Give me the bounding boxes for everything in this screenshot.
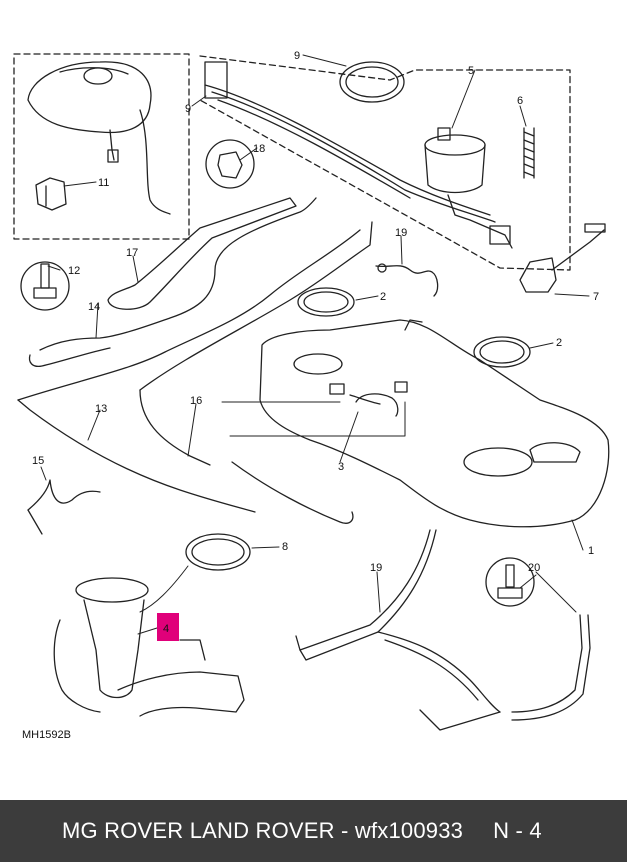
seal-2-left: [297, 287, 355, 317]
seal-8-bottom: [185, 533, 251, 571]
fuel-tank-1: [259, 319, 610, 528]
callout-17: 18: [253, 143, 265, 155]
heat-shield-16: [107, 197, 297, 310]
callout-6: 6: [517, 95, 523, 107]
pump-module-4: [53, 577, 245, 717]
callout-16: 17: [126, 247, 138, 259]
callout-5: 5: [468, 65, 474, 77]
reference-code: MH1592B: [22, 729, 71, 741]
callout-8-top: 9: [294, 50, 300, 62]
clip-3: [355, 393, 399, 417]
bracket-18: [375, 263, 439, 297]
callout-19: 19: [370, 562, 382, 574]
clip-10: [35, 177, 67, 211]
callout-13: 14: [88, 301, 100, 313]
seal-8-top: [339, 61, 405, 103]
grommet-17: [205, 139, 255, 189]
vent-canister: [27, 61, 171, 215]
pipe-12: [17, 229, 361, 513]
callout-10: 11: [98, 177, 109, 189]
callout-2-right: 2: [556, 337, 562, 349]
leader-lines: [40, 54, 590, 635]
pipe-14: [27, 479, 101, 535]
callout-15: 16: [190, 395, 202, 407]
strap-19: [295, 529, 501, 731]
callout-1: 1: [588, 545, 594, 557]
diagram-canvas: 9 5 6 9 11 18 17 12 19 2 7 14 2 13 16 15…: [13, 50, 610, 741]
callout-4: 4: [163, 623, 169, 635]
callout-8-bottom: 8: [282, 541, 288, 553]
bolt-11: [20, 261, 70, 311]
callout-12: 13: [95, 403, 107, 415]
group-box-pump: [199, 55, 571, 271]
pipe-15: [139, 221, 373, 524]
footer-bar: MG ROVER LAND ROVER - wfx100933 N - 4: [0, 800, 627, 862]
callout-20: 20: [528, 562, 540, 574]
vent-pipes: [204, 61, 496, 223]
pipe-13: [28, 197, 317, 368]
seal-2-right: [473, 336, 531, 368]
callout-11: 12: [68, 265, 80, 277]
callout-9: 9: [185, 103, 191, 115]
callout-7: 7: [593, 291, 599, 303]
callout-2-left: 2: [380, 291, 386, 303]
parts-diagram: 9 5 6 9 11 18 17 12 19 2 7 14 2 13 16 15…: [13, 50, 610, 741]
callout-3: 3: [338, 461, 344, 473]
pump-module-5: [424, 127, 513, 249]
footer-brand-part: MG ROVER LAND ROVER - wfx100933: [62, 818, 464, 843]
callout-14: 15: [32, 455, 44, 467]
highlight-marker-4: [157, 613, 179, 641]
sender-7: [519, 223, 606, 293]
footer-page-ref: N - 4: [493, 818, 542, 843]
spring-6: [523, 127, 535, 179]
strap-20: [485, 557, 591, 721]
callout-18: 19: [395, 227, 407, 239]
